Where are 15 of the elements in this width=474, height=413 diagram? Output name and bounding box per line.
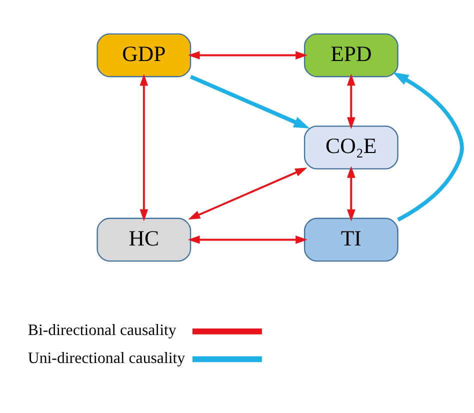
legend-label: Bi-directional causality <box>28 322 176 339</box>
node-box: HC <box>96 217 192 262</box>
arrow <box>188 167 308 219</box>
arrow <box>188 235 308 244</box>
arrow <box>346 73 356 129</box>
node-box: CO₂E <box>304 125 398 169</box>
node-box: TI <box>304 217 398 262</box>
node-box: EPD <box>304 32 398 77</box>
arrow <box>392 72 464 222</box>
arrow <box>190 74 310 128</box>
node-box: GDP <box>96 32 192 77</box>
arrow <box>140 73 148 221</box>
arrow <box>346 165 356 221</box>
legend-label: Uni-directional causality <box>28 349 186 366</box>
arrow <box>188 50 308 59</box>
